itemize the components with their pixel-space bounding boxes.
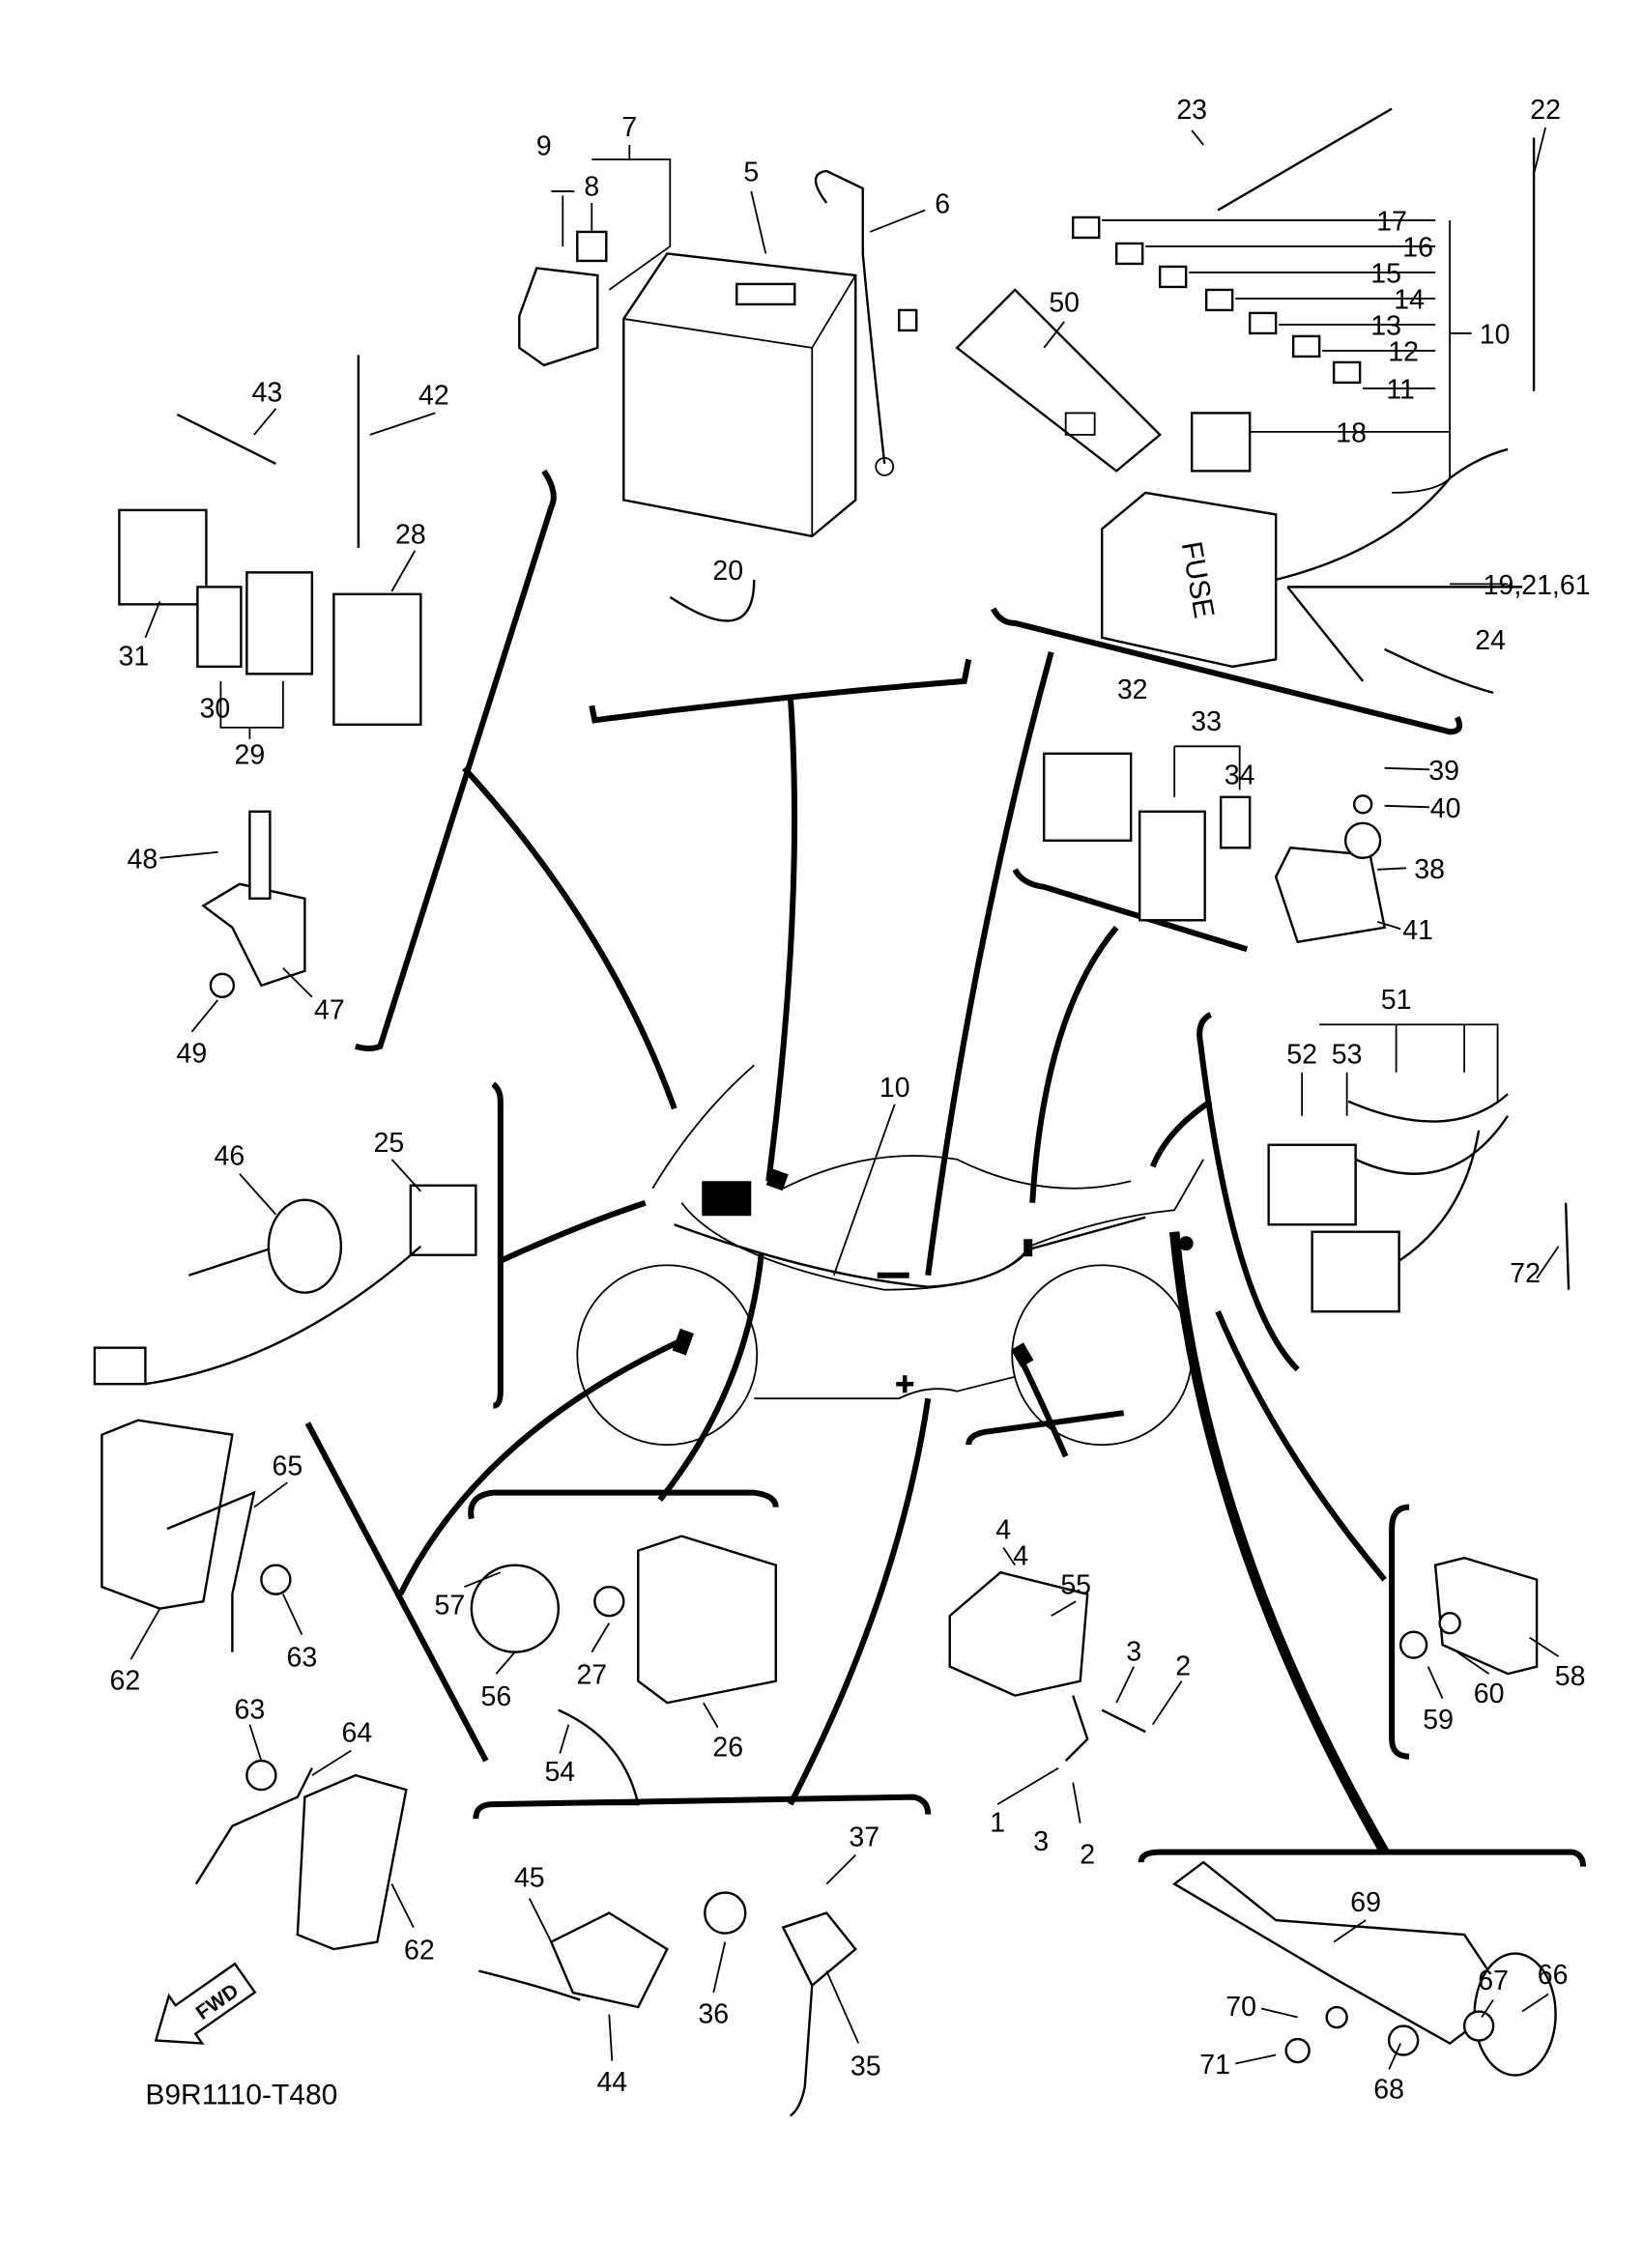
part-label: 53 (1332, 1040, 1363, 1071)
part-label: 72 (1510, 1258, 1541, 1289)
part-label: 52 (1286, 1040, 1317, 1071)
part-label: 9 (536, 130, 552, 161)
part-label: 28 (395, 519, 426, 550)
diagram-code: B9R1110-T480 (145, 2080, 337, 2111)
part-label: 30 (200, 693, 231, 724)
part-label: 68 (1373, 2075, 1404, 2106)
parts: FUSE (93, 107, 1571, 2117)
part-label: 56 (480, 1681, 511, 1712)
motorcycle-silhouette (576, 1064, 1204, 1447)
part-label: 10 (879, 1073, 910, 1104)
part-label: 39 (1428, 756, 1459, 787)
part-label: 4 (1013, 1541, 1028, 1572)
part-label: 12 (1388, 336, 1419, 367)
part-label: 33 (1191, 706, 1222, 737)
part-label: 41 (1402, 915, 1433, 946)
part-label: 24 (1475, 625, 1506, 656)
part-label: 3 (1126, 1637, 1141, 1668)
part-label: 7 (621, 112, 637, 143)
part-label: 3 (1033, 1826, 1049, 1857)
part-label: 20 (712, 556, 743, 587)
part-label: 64 (342, 1718, 373, 1749)
part-label: 23 (1176, 95, 1207, 126)
part-label: 42 (418, 380, 449, 411)
part-label: 48 (128, 844, 159, 875)
callout-lines (304, 469, 1587, 1867)
part-label: 19,21,61 (1484, 570, 1591, 601)
part-label: 37 (849, 1823, 879, 1853)
part-label: 51 (1381, 985, 1412, 1016)
part-label: 16 (1402, 232, 1433, 263)
part-label: 71 (1199, 2050, 1230, 2081)
part-label: 11 (1386, 374, 1415, 405)
part-label: 2 (1175, 1651, 1191, 1682)
part-label: 31 (119, 641, 150, 672)
part-label: 49 (177, 1038, 208, 1069)
part-label: 66 (1538, 1960, 1569, 1991)
part-label: 1 (990, 1808, 1005, 1839)
part-label: 35 (850, 2052, 881, 2082)
part-label: 27 (576, 1660, 607, 1691)
part-label: 10 (1480, 319, 1511, 350)
part-labels: 9 7 8 5 6 23 22 17 16 15 14 13 12 10 11 … (110, 95, 1591, 2106)
part-label: 45 (514, 1863, 545, 1894)
part-label: 62 (110, 1666, 141, 1697)
part-label: 50 (1049, 287, 1080, 318)
part-label: 57 (434, 1591, 465, 1622)
part-label: 43 (252, 377, 283, 408)
part-label: 69 (1350, 1887, 1381, 1918)
part-label: 4 (995, 1515, 1011, 1546)
part-label: 6 (935, 188, 950, 219)
part-label: 14 (1394, 284, 1425, 315)
part-label: 29 (235, 739, 266, 770)
fwd-arrow-icon: FWD (154, 1962, 257, 2045)
part-label: 65 (273, 1451, 303, 1482)
part-label: 59 (1423, 1705, 1454, 1736)
part-label: 44 (596, 2067, 627, 2098)
part-label: 13 (1370, 310, 1401, 341)
part-label: 63 (235, 1695, 266, 1726)
part-label: 34 (1225, 760, 1255, 790)
part-label: 40 (1430, 793, 1461, 824)
part-label: 67 (1478, 1966, 1509, 1996)
part-label: 36 (698, 1999, 729, 2030)
part-label: 8 (584, 171, 599, 202)
part-label: 22 (1530, 95, 1561, 126)
part-label: 15 (1370, 258, 1401, 289)
part-label: 18 (1336, 417, 1367, 448)
part-label: 2 (1080, 1840, 1095, 1871)
part-label: 32 (1117, 675, 1148, 705)
part-label: 38 (1414, 854, 1445, 885)
part-label: 47 (314, 994, 345, 1025)
part-label: 54 (544, 1757, 575, 1788)
part-label: 25 (374, 1128, 405, 1159)
part-label: 26 (712, 1733, 743, 1764)
part-label: 60 (1474, 1679, 1505, 1709)
part-label: 17 (1376, 206, 1407, 237)
part-label: 46 (215, 1141, 245, 1172)
part-label: 58 (1555, 1661, 1586, 1692)
part-label: 55 (1060, 1570, 1091, 1601)
part-label: 63 (287, 1643, 318, 1674)
part-label: 5 (743, 157, 759, 187)
part-label: 62 (404, 1936, 435, 1967)
part-label: 70 (1225, 1992, 1256, 2023)
